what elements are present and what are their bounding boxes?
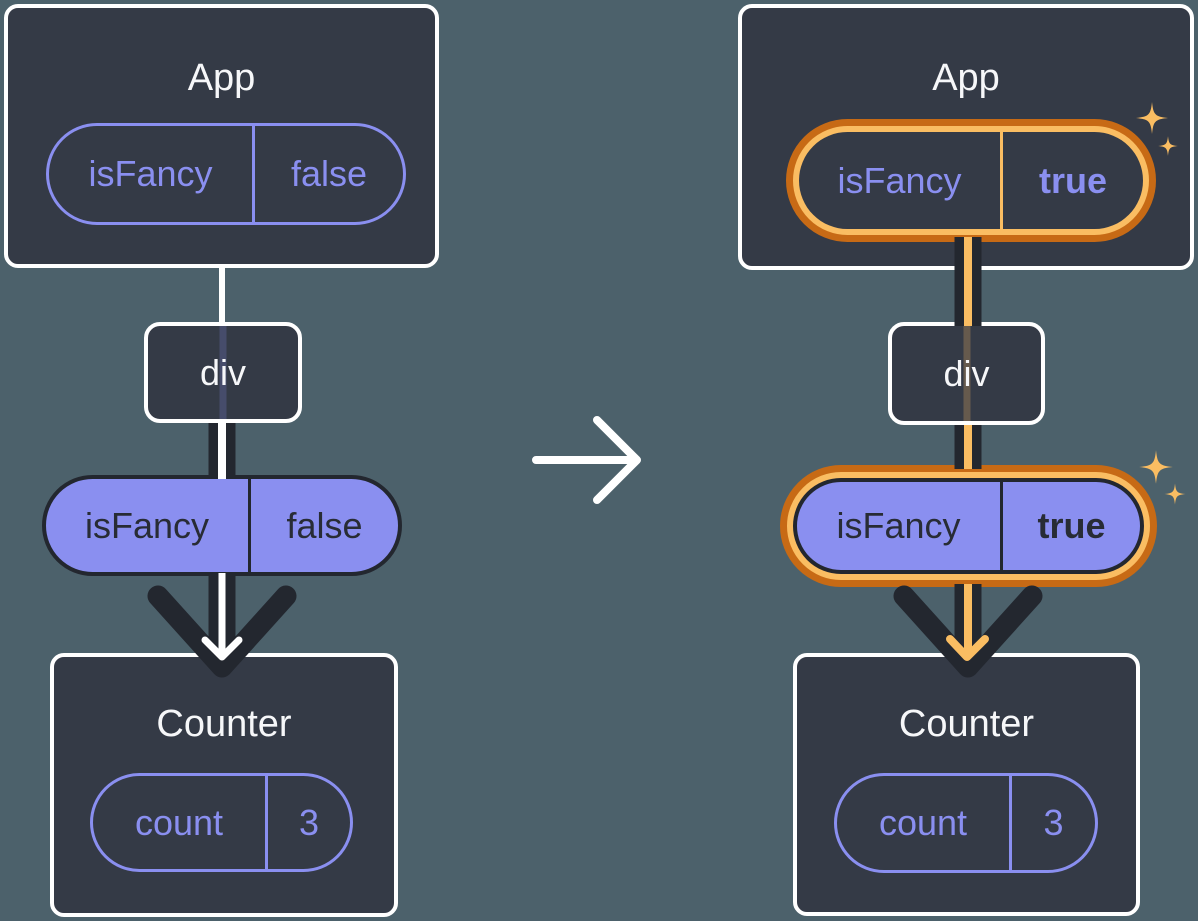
component-title: Counter — [898, 702, 1035, 745]
prop-value-cell: true — [1000, 482, 1140, 570]
highlighted-prop-ring: isFancy true — [780, 465, 1157, 587]
prop-name-cell: isFancy — [88, 153, 213, 194]
prop-name-cell: isFancy — [836, 505, 961, 546]
prop-value-cell: true — [1000, 132, 1143, 229]
sparkle-icon — [1139, 450, 1173, 484]
node-label: div — [199, 351, 247, 393]
app-component-card-right: App isFancy true — [738, 4, 1194, 270]
state-name-cell: count — [878, 802, 968, 843]
passed-prop-pill-left: isFancy false — [42, 475, 402, 576]
prop-pill: isFancy false — [46, 123, 406, 225]
app-component-card-left: App isFancy false — [4, 4, 439, 268]
prop-flow-ghost-line — [963, 326, 970, 421]
sparkle-icon — [1164, 483, 1186, 505]
passed-prop-pill-right: isFancy true — [793, 478, 1144, 574]
component-title: App — [187, 56, 256, 99]
counter-component-card-right: Counter count 3 — [793, 653, 1140, 916]
div-node-card-right: div — [888, 322, 1045, 425]
div-node-card-left: div — [144, 322, 302, 423]
component-title: App — [932, 56, 1000, 99]
prop-name-cell: isFancy — [837, 159, 962, 201]
counter-component-card-left: Counter count 3 — [50, 653, 398, 917]
arrow-right-icon — [532, 416, 641, 504]
component-title: Counter — [156, 702, 292, 745]
prop-pill: isFancy true — [799, 132, 1143, 229]
prop-value-cell: false — [248, 479, 398, 572]
state-value-cell: 3 — [1009, 776, 1095, 870]
state-name-cell: count — [134, 801, 224, 843]
state-value-cell: 3 — [265, 776, 350, 869]
highlighted-prop-ring: isFancy true — [786, 119, 1156, 242]
prop-flow-arrow-right — [893, 237, 1043, 678]
node-label: div — [943, 352, 990, 394]
prop-name-cell: isFancy — [84, 504, 210, 546]
state-pill: count 3 — [90, 773, 353, 872]
prop-flow-ghost-line — [219, 326, 227, 419]
prop-value-cell: false — [252, 126, 403, 222]
state-pill: count 3 — [834, 773, 1098, 873]
